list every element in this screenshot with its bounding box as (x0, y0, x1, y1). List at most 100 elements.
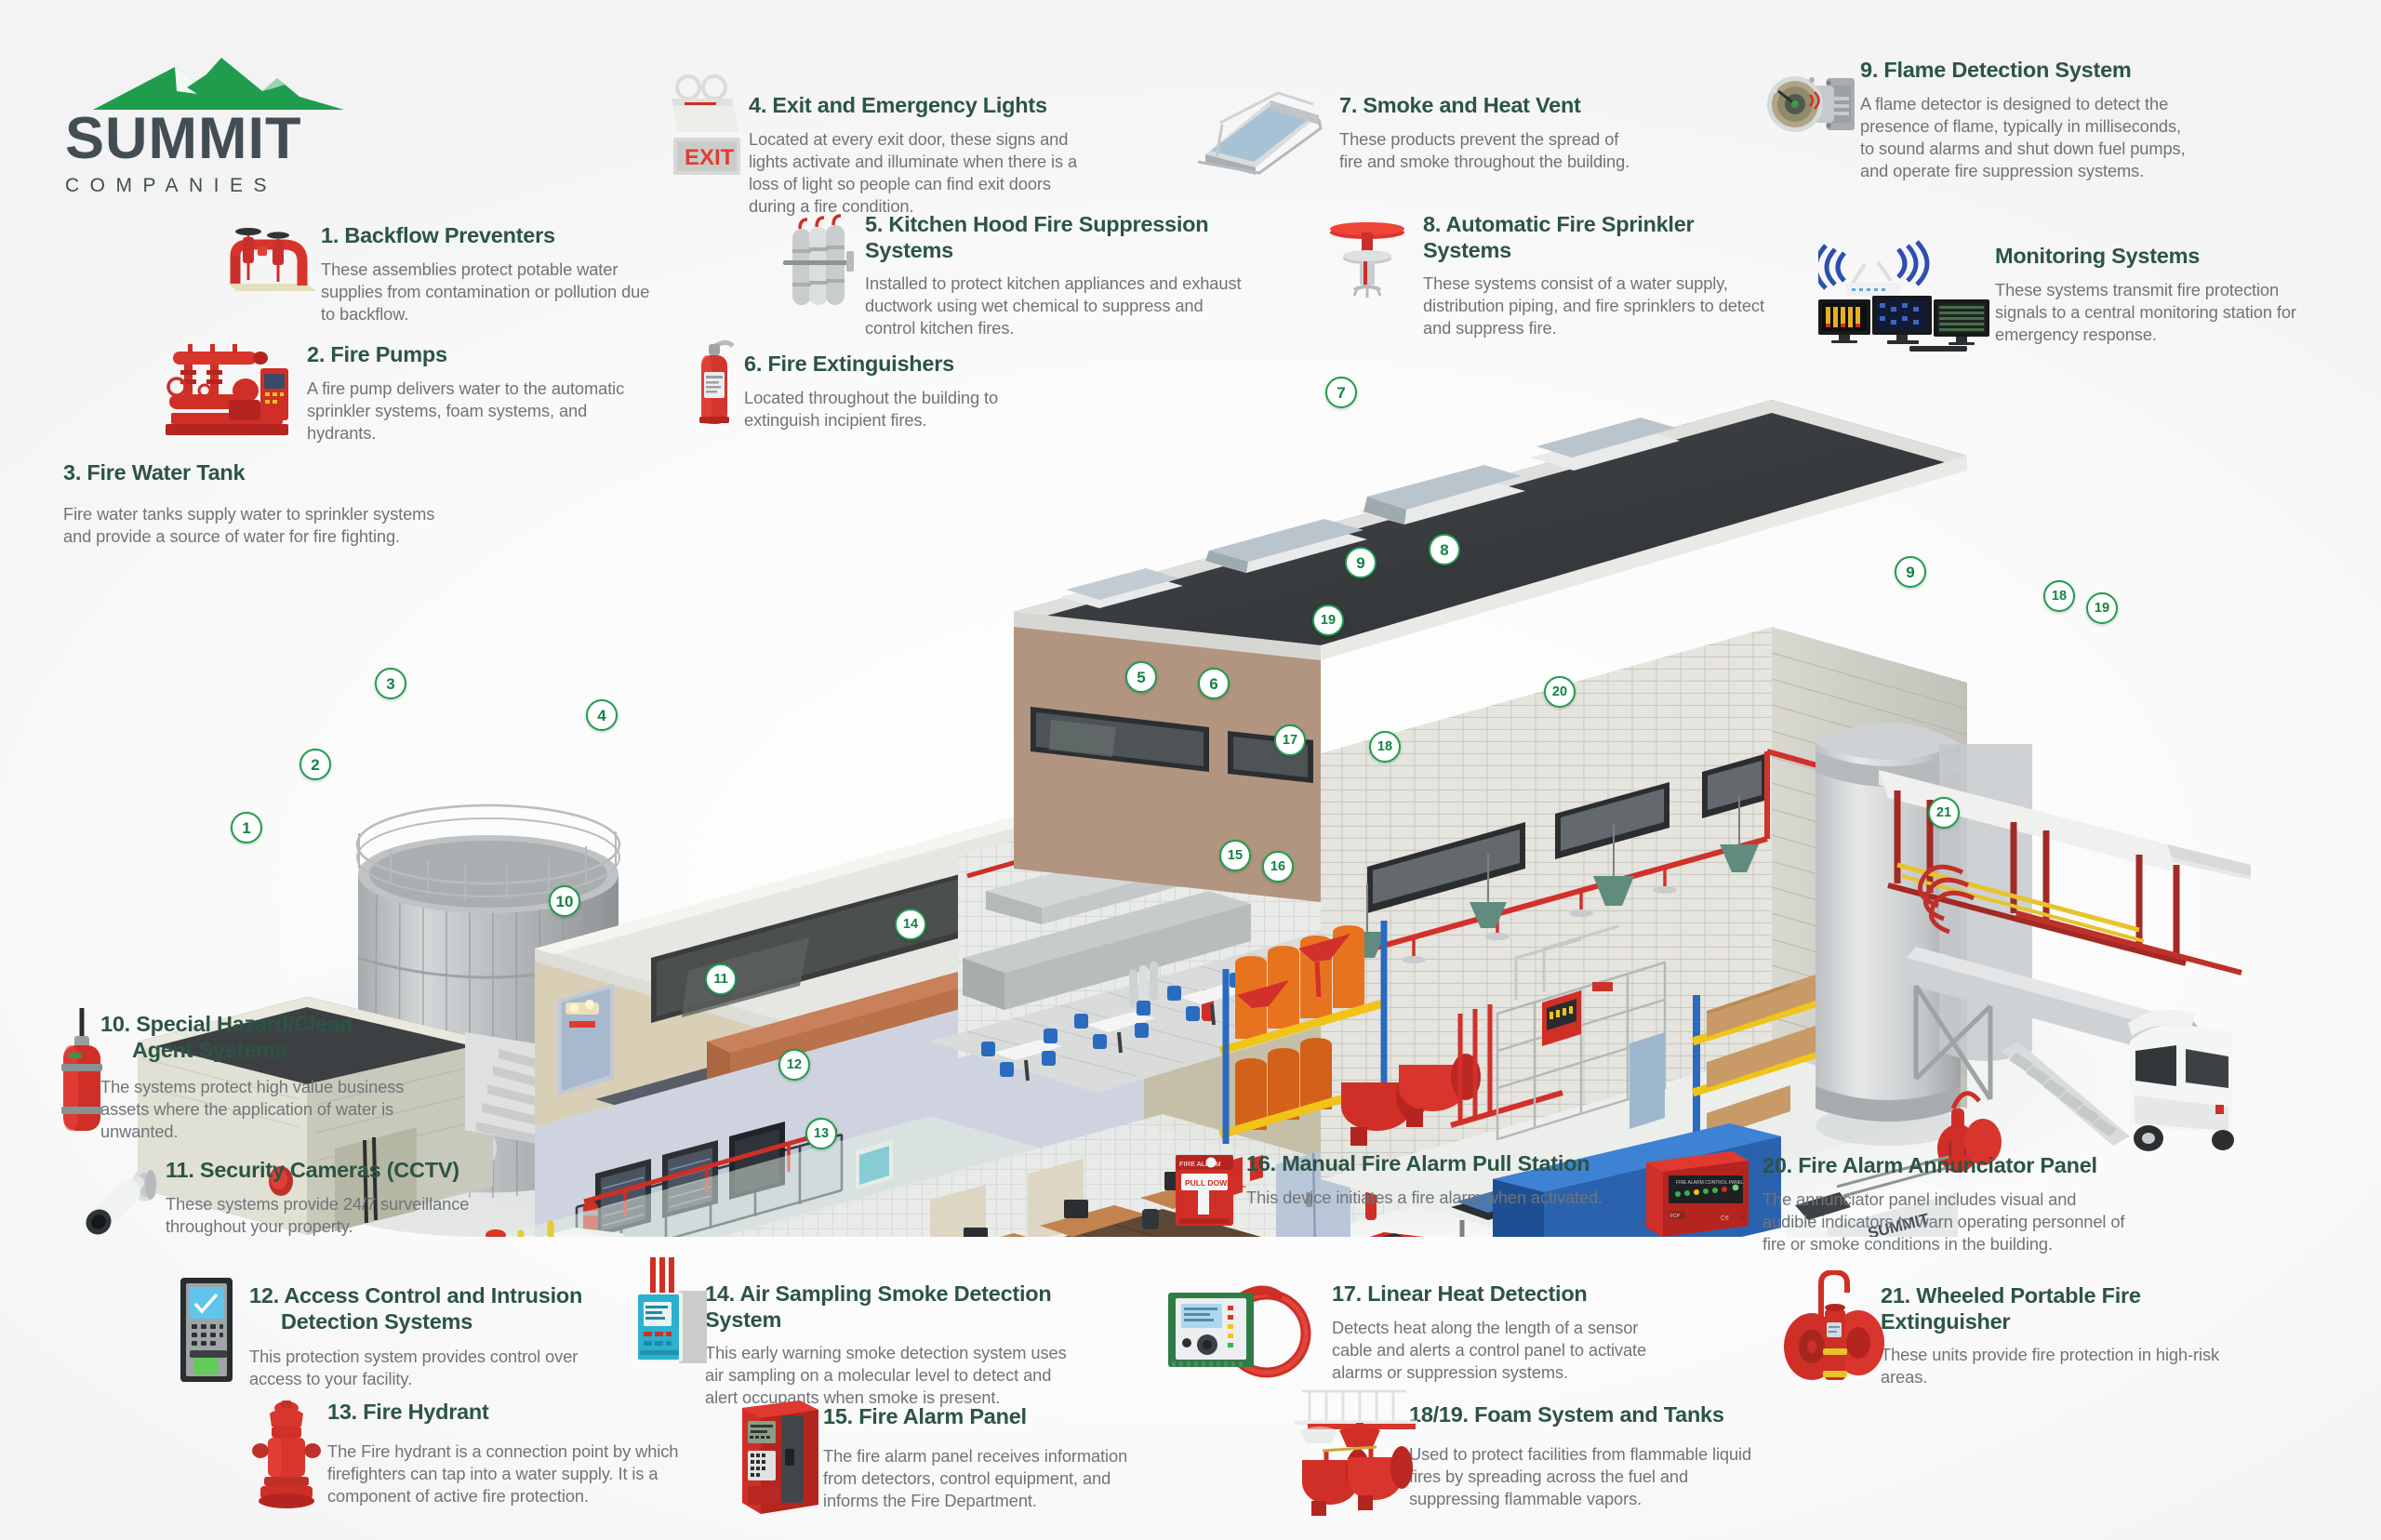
callout-13-title: 13. Fire Hydrant (327, 1400, 489, 1424)
callout-18-19: 18/19. Foam System and Tanks Used to pro… (1409, 1402, 1781, 1510)
loading-gantry (1879, 770, 2251, 1146)
callout-8-title: 8. Automatic Fire Sprinkler Systems (1423, 212, 1695, 262)
scene-badge-6[interactable]: 6 (1198, 668, 1230, 699)
callout-5-body: Installed to protect kitchen appliances … (865, 273, 1242, 339)
scene-badge-19-gantry[interactable]: 19 (2086, 592, 2118, 624)
callout-1-body: These assemblies protect potable water s… (321, 259, 650, 324)
scene-badge-13[interactable]: 13 (805, 1118, 837, 1149)
callout-18-19-body: Used to protect facilities from flammabl… (1409, 1443, 1752, 1508)
foam-tanks-icon (1295, 1389, 1417, 1516)
callout-15: 15. Fire Alarm Panel The fire alarm pane… (823, 1404, 1158, 1512)
scene-badge-7[interactable]: 7 (1325, 377, 1357, 408)
scene-badge-19[interactable]: 19 (1312, 604, 1344, 636)
scene-badge-3[interactable]: 3 (375, 668, 406, 699)
scene-badge-11[interactable]: 11 (705, 963, 737, 995)
callout-1: 1. Backflow Preventers These assemblies … (321, 223, 665, 325)
callout-4: 4. Exit and Emergency Lights Located at … (749, 93, 1093, 218)
callout-15-body: The fire alarm panel receives informatio… (823, 1445, 1128, 1510)
scene-badge-16[interactable]: 16 (1262, 851, 1294, 883)
callout-20-body: The annunciator panel includes visual an… (1762, 1188, 2125, 1254)
pull-station-top-text: FIRE ALARM (1179, 1160, 1221, 1168)
callout-11: 11. Security Cameras (CCTV) These system… (166, 1158, 482, 1238)
summit-logo: SUMMIT COMPANIES (65, 54, 372, 197)
semi-truck (2128, 1009, 2234, 1151)
scene-badge-9[interactable]: 9 (1345, 547, 1377, 578)
callout-17-title: 17. Linear Heat Detection (1332, 1281, 1588, 1306)
callout-8-body: These systems consist of a water supply,… (1423, 273, 1764, 339)
scene-badge-20[interactable]: 20 (1544, 676, 1576, 708)
callout-7-title: 7. Smoke and Heat Vent (1339, 93, 1581, 117)
svg-text:FCP: FCP (1670, 1214, 1681, 1219)
callout-6-title: 6. Fire Extinguishers (744, 352, 954, 376)
scene-badge-8[interactable]: 8 (1429, 534, 1460, 565)
access-keypad-icon (180, 1278, 233, 1382)
foam-tanks (1341, 1054, 1481, 1146)
callout-14-title: 14. Air Sampling Smoke Detection System (705, 1281, 1052, 1332)
scene-badge-17[interactable]: 17 (1274, 724, 1306, 756)
callout-monitoring: Monitoring Systems These systems transmi… (1995, 244, 2321, 346)
pull-station-icon: FIRE ALARM PULL DOWN (1176, 1155, 1233, 1226)
logo-tagline: COMPANIES (65, 174, 277, 196)
scene-annunciator (1542, 990, 1581, 1046)
scene-wheeled-extinguisher (1937, 1091, 2002, 1173)
scene-badge-9-silo[interactable]: 9 (1895, 556, 1926, 588)
scene-badge-4[interactable]: 4 (586, 699, 618, 731)
sprinkler-head-icon (1330, 222, 1404, 298)
foam-monitors (1237, 934, 1350, 1008)
callout-17: 17. Linear Heat Detection Detects heat a… (1332, 1281, 1676, 1384)
scene-badge-1[interactable]: 1 (231, 812, 262, 843)
callout-6-body: Located throughout the building to extin… (744, 387, 999, 430)
wet-chemical-cylinders-icon (783, 214, 854, 305)
facility-illustration: SUMMIT (0, 307, 2381, 1237)
pull-station-label: PULL DOWN (1185, 1178, 1232, 1188)
callout-20: 20. Fire Alarm Annunciator Panel The ann… (1762, 1153, 2125, 1255)
fire-extinguisher-icon (699, 340, 735, 424)
callout-monitoring-title: Monitoring Systems (1995, 244, 2201, 268)
callout-5: 5. Kitchen Hood Fire Suppression Systems… (865, 212, 1246, 339)
callout-13: 13. Fire Hydrant The Fire hydrant is a c… (327, 1400, 690, 1507)
callout-20-title: 20. Fire Alarm Annunciator Panel (1762, 1153, 2097, 1177)
smoke-heat-vents (1060, 418, 1680, 608)
parked-cars: SUMMIT (1370, 1232, 1423, 1237)
clean-agent-cylinder-icon (61, 1008, 102, 1131)
callout-9: 9. Flame Detection System A flame detect… (1860, 58, 2186, 182)
scene-badge-18[interactable]: 18 (1369, 731, 1401, 763)
scene-badge-5[interactable]: 5 (1125, 661, 1157, 693)
logo-wordmark: SUMMIT (65, 106, 302, 171)
scene-hydrant-1 (486, 1229, 506, 1237)
annunciator-panel-icon: FIRE ALARM CONTROL PANEL FCP C€ (1646, 1151, 1749, 1237)
scene-badge-15[interactable]: 15 (1219, 840, 1251, 871)
callout-4-title: 4. Exit and Emergency Lights (749, 93, 1047, 117)
callout-2-body: A fire pump delivers water to the automa… (307, 378, 625, 443)
scene-badge-18-gantry[interactable]: 18 (2043, 580, 2075, 612)
callout-21-body: These units provide fire protection in h… (1881, 1345, 2220, 1387)
scene-badge-21[interactable]: 21 (1928, 797, 1960, 829)
callout-16: 16. Manual Fire Alarm Pull Station This … (1246, 1151, 1618, 1209)
scene-badge-14[interactable]: 14 (895, 909, 926, 940)
callout-12-title: 12. Access Control and Intrusion Detecti… (249, 1283, 593, 1334)
scene-badge-12[interactable]: 12 (778, 1049, 810, 1081)
isometric-building-scene: SUMMIT (138, 400, 2251, 1237)
backflow-preventer-icon (228, 228, 316, 291)
callout-12-body: This protection system provides control … (249, 1347, 579, 1389)
callout-10-title-l2: Agent Systems (132, 1037, 287, 1062)
warehouse-lamps (1349, 795, 1759, 958)
callout-15-title: 15. Fire Alarm Panel (823, 1404, 1027, 1428)
wheeled-extinguisher-icon (1784, 1270, 1884, 1380)
callout-9-title: 9. Flame Detection System (1860, 58, 2132, 82)
callout-14: 14. Air Sampling Smoke Detection System … (705, 1281, 1086, 1409)
scene-badge-2[interactable]: 2 (299, 749, 331, 780)
callout-14-body: This early warning smoke detection syste… (705, 1343, 1067, 1408)
flame-detector-icon (1767, 76, 1855, 132)
svg-text:FIRE ALARM CONTROL PANEL: FIRE ALARM CONTROL PANEL (1676, 1180, 1744, 1186)
exit-sign-text: EXIT (685, 145, 735, 170)
callout-2-title: 2. Fire Pumps (307, 342, 447, 366)
callout-3-body: Fire water tanks supply water to sprinkl… (63, 503, 435, 546)
callout-monitoring-body: These systems transmit fire protection s… (1995, 279, 2296, 344)
fire-pump-icon (166, 344, 288, 435)
linear-heat-cable-icon (1168, 1285, 1311, 1378)
callout-7-body: These products prevent the spread of fir… (1339, 128, 1630, 171)
callout-12: 12. Access Control and Intrusion Detecti… (249, 1283, 593, 1390)
scene-badge-10[interactable]: 10 (549, 885, 580, 917)
callout-17-body: Detects heat along the length of a senso… (1332, 1317, 1647, 1382)
